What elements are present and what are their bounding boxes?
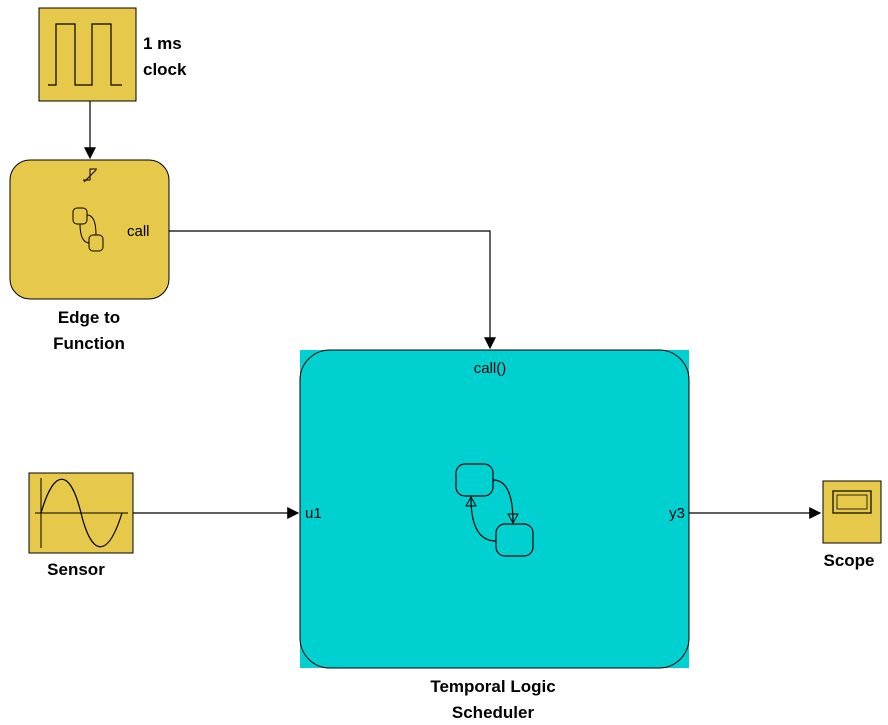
scheduler-trigger-port-label: call() — [474, 360, 507, 377]
scope-block[interactable] — [822, 480, 882, 544]
clock-block[interactable] — [38, 7, 137, 102]
scheduler-block[interactable]: call() u1 y3 — [299, 349, 690, 669]
edge-out-port-label: call — [127, 223, 150, 240]
clock-label-line2: clock — [143, 60, 187, 79]
sine-wave-icon — [35, 478, 128, 548]
stateflow-chart-icon — [72, 207, 104, 252]
signal-line-call-to-scheduler[interactable] — [169, 230, 496, 350]
stateflow-chart-icon — [455, 463, 534, 557]
edge-to-function-block[interactable]: call — [9, 159, 170, 300]
scope-screen-icon — [832, 490, 872, 514]
scheduler-out-port-label: y3 — [669, 505, 685, 522]
scheduler-label-line1: Temporal Logic — [430, 677, 555, 696]
edge-label-line2: Function — [53, 334, 125, 353]
rising-edge-trigger-icon — [83, 168, 97, 183]
scheduler-in-port-label: u1 — [305, 505, 322, 522]
sensor-label: Sensor — [47, 560, 105, 579]
sensor-block[interactable] — [28, 472, 134, 554]
pulse-generator-icon — [48, 23, 122, 86]
scope-label: Scope — [823, 551, 874, 570]
clock-label-line1: 1 ms — [143, 34, 182, 53]
edge-label-line1: Edge to — [58, 308, 120, 327]
scheduler-label-line2: Scheduler — [452, 703, 535, 722]
